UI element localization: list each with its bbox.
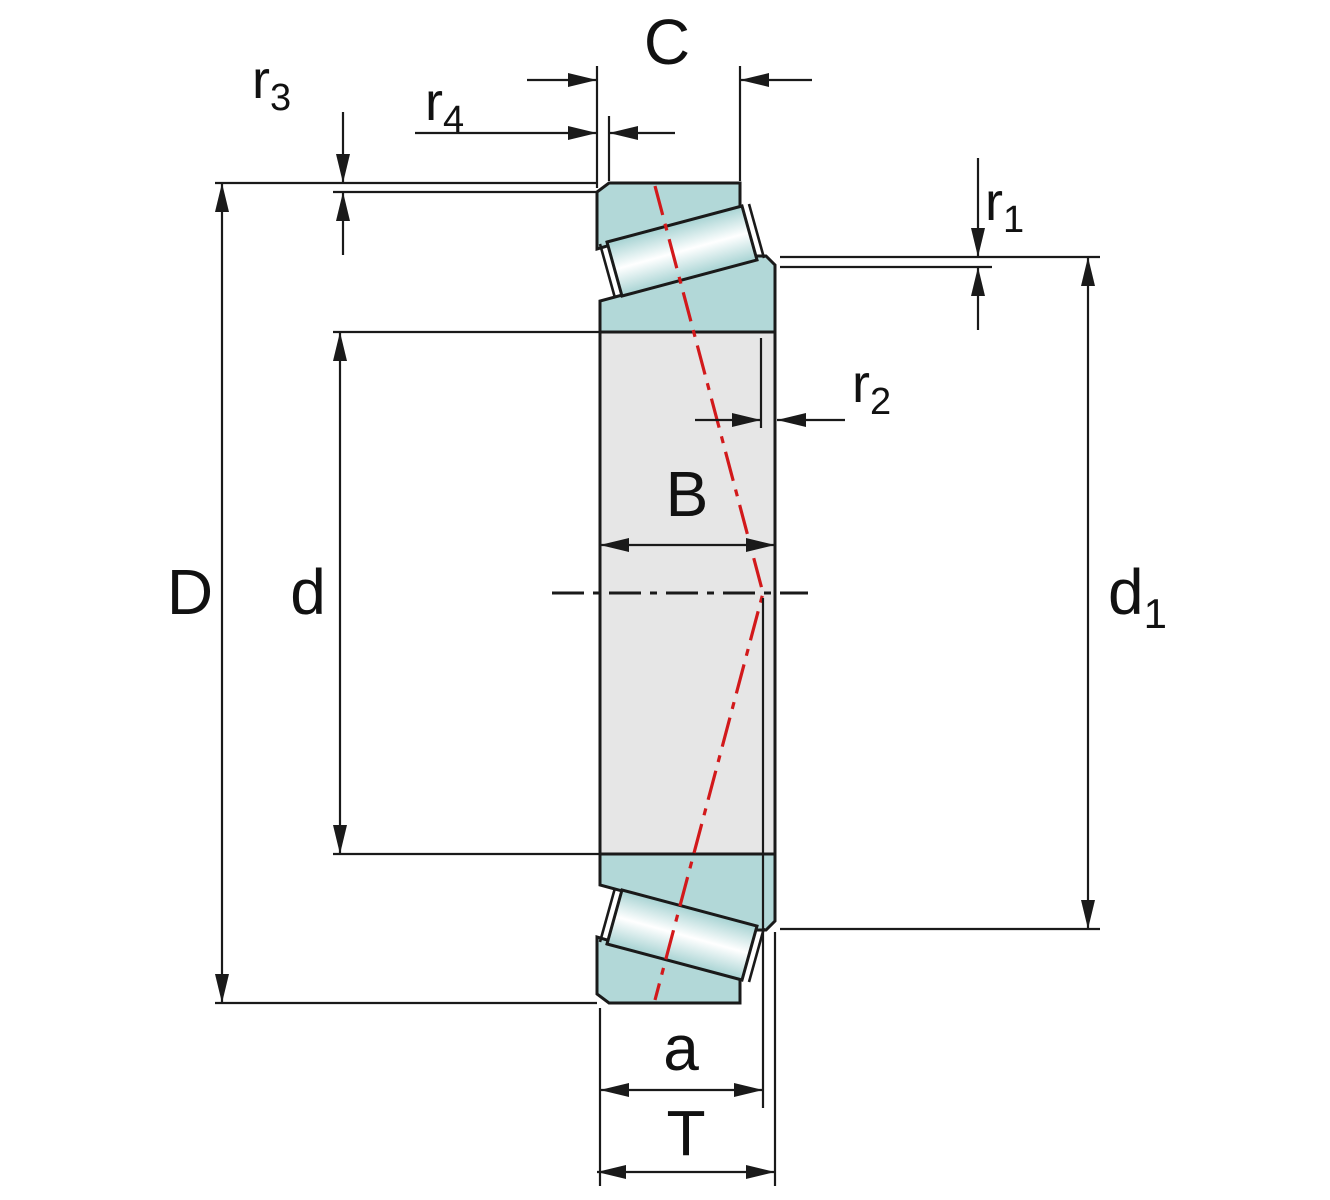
cage-line-bottom-right [747, 927, 766, 983]
label-r3-base: r [252, 50, 270, 110]
label-r4-base: r [425, 72, 443, 132]
label-outer-ring-width: C [644, 6, 690, 78]
label-chamfer-r3: r3 [252, 50, 291, 119]
roller-bottom [605, 888, 759, 982]
label-r2-sub: 2 [870, 381, 891, 423]
pressure-line [653, 185, 765, 1001]
label-r4-sub: 4 [443, 99, 464, 141]
label-outer-diameter: D [167, 556, 213, 628]
label-inner-ring-width: B [666, 458, 709, 530]
cage-line-top-left [598, 243, 617, 299]
roller-top [605, 204, 759, 298]
label-load-center-distance: a [663, 1012, 699, 1084]
label-r1-sub: 1 [1003, 199, 1024, 241]
label-chamfer-r2: r2 [852, 354, 891, 423]
label-chamfer-r4: r4 [425, 72, 464, 141]
label-rib-diameter-sub: 1 [1144, 590, 1167, 637]
label-chamfer-r1: r1 [985, 172, 1024, 241]
label-rib-diameter-base: d [1108, 556, 1144, 628]
label-r2-base: r [852, 354, 870, 414]
label-r3-sub: 3 [270, 77, 291, 119]
label-r1-base: r [985, 172, 1003, 232]
label-bore-diameter: d [290, 556, 326, 628]
label-rib-diameter: d1 [1108, 556, 1167, 637]
cage-line-top-right [747, 203, 766, 259]
cage-line-bottom-left [598, 887, 617, 943]
label-bearing-width: T [666, 1097, 705, 1169]
